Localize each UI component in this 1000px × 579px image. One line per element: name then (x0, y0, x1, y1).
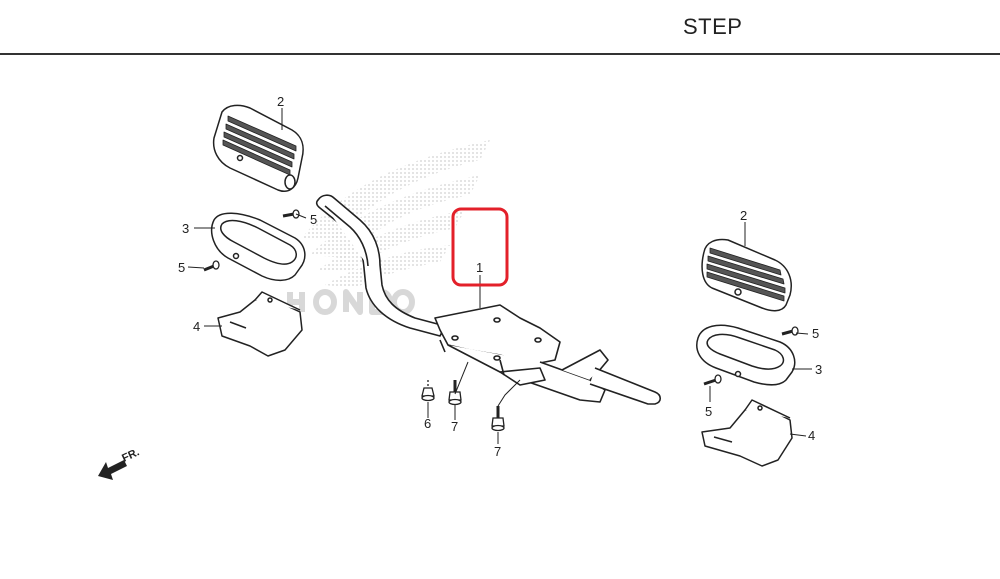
front-direction-label: FR. (120, 446, 141, 464)
callout-holder-right[interactable]: 3 (815, 362, 822, 377)
step-guard-left (217, 291, 303, 357)
step-rubber-right (701, 238, 792, 312)
step-bar-assembly (315, 194, 662, 405)
screw-left-lower-icon (203, 260, 220, 272)
callout-part-1[interactable]: 1 (476, 260, 483, 275)
callout-step-rubber-right[interactable]: 2 (740, 208, 747, 223)
callout-screw-left-upper[interactable]: 5 (310, 212, 317, 227)
callout-nut[interactable]: 6 (424, 416, 431, 431)
callout-guard-left[interactable]: 4 (193, 319, 200, 334)
page-header: STEP (0, 0, 1000, 55)
callout-holder-left[interactable]: 3 (182, 221, 189, 236)
callout-bolt-a[interactable]: 7 (451, 419, 458, 434)
callout-screw-right-lower[interactable]: 5 (705, 404, 712, 419)
step-holder-right (696, 324, 796, 386)
header-divider (0, 53, 1000, 55)
step-holder-left (210, 212, 306, 282)
screw-right-lower-icon (703, 374, 722, 386)
flange-bolt-a-icon (448, 380, 462, 406)
leader-lines (187, 108, 812, 444)
flange-bolt-b-icon (491, 406, 505, 432)
callout-step-rubber-left[interactable]: 2 (277, 94, 284, 109)
screw-right-upper-icon (781, 326, 799, 336)
page-title: STEP (683, 14, 743, 39)
step-rubber-left (212, 104, 304, 192)
step-guard-right (701, 399, 793, 467)
part-1-highlight-box[interactable] (451, 207, 509, 287)
callout-screw-left-lower[interactable]: 5 (178, 260, 185, 275)
front-direction-arrow-icon: FR. (98, 446, 141, 480)
flange-nut-icon (421, 380, 435, 402)
callout-bolt-b[interactable]: 7 (494, 444, 501, 459)
callout-screw-right-upper[interactable]: 5 (812, 326, 819, 341)
callout-guard-right[interactable]: 4 (808, 428, 815, 443)
